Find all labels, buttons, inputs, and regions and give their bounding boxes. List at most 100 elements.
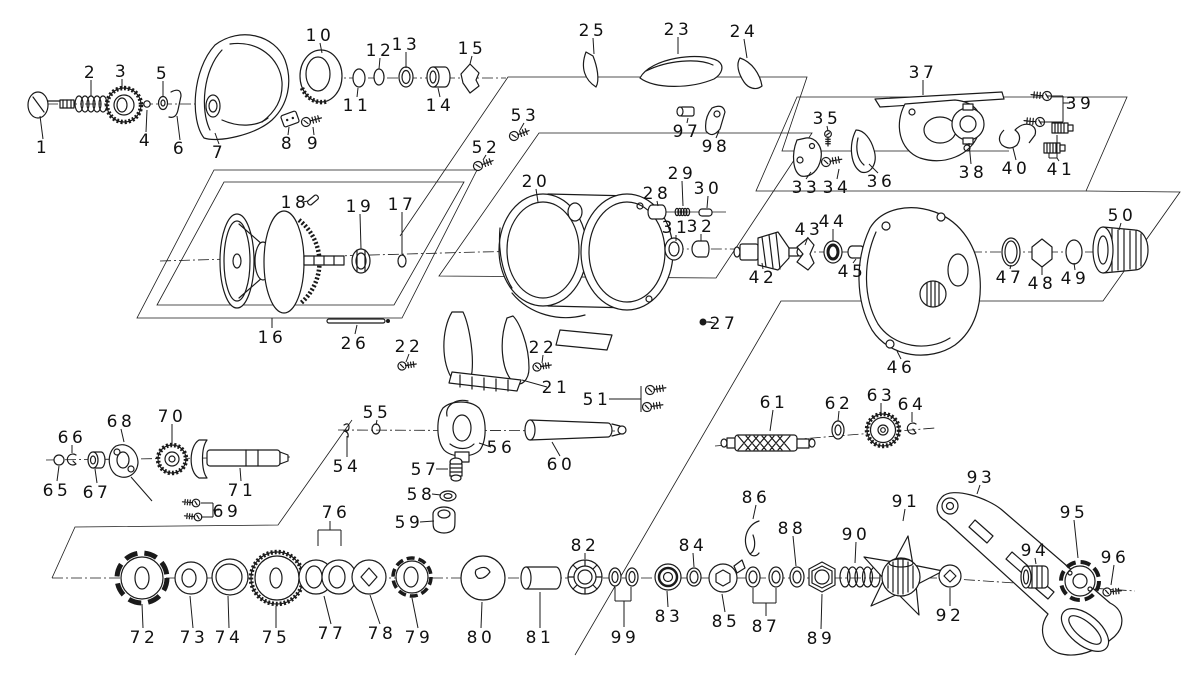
part-label-76: 76	[322, 503, 351, 523]
part-64-e-clip	[907, 423, 916, 434]
part-19-pinion	[352, 249, 370, 273]
leader-line-95	[1074, 520, 1078, 558]
part-62-washer	[832, 421, 844, 439]
part-label-92: 92	[936, 606, 965, 626]
part-72-star-washer	[117, 553, 167, 603]
leader-line-56	[479, 443, 491, 447]
part-label-58: 58	[407, 485, 436, 505]
part-30-pin	[699, 209, 712, 216]
part-6-clip	[169, 90, 181, 117]
part-label-99: 99	[611, 628, 640, 648]
leader-line-60	[552, 442, 560, 456]
part-56-clutch-cam	[438, 400, 485, 462]
part-99-washers	[609, 568, 638, 586]
leader-line-91	[903, 509, 905, 521]
leader-line-79	[412, 598, 418, 628]
part-88-washer	[790, 567, 804, 587]
part-label-68: 68	[107, 412, 136, 432]
part-label-56: 56	[487, 438, 516, 458]
leader-line-46	[897, 351, 901, 359]
part-label-79: 79	[405, 628, 434, 648]
part-label-15: 15	[458, 39, 487, 59]
part-label-39: 39	[1066, 94, 1095, 114]
leader-line-72	[142, 604, 143, 628]
part-85-cam-plate	[709, 560, 745, 592]
part-label-24: 24	[730, 22, 759, 42]
part-40-clamp	[999, 124, 1035, 148]
part-label-22: 22	[529, 338, 558, 358]
part-label-55: 55	[363, 403, 392, 423]
part-7-side-plate	[195, 35, 289, 140]
part-74-ring	[212, 559, 248, 595]
part-46-side-cover	[859, 208, 980, 355]
part-9-screw	[299, 112, 324, 129]
part-42-pinion-gear	[734, 232, 803, 270]
part-66-e-clip	[67, 454, 76, 465]
part-97-pin	[677, 107, 694, 116]
part-label-52: 52	[472, 138, 501, 158]
part-96-screw	[1102, 586, 1123, 597]
part-label-85: 85	[712, 612, 741, 632]
part-label-54: 54	[333, 457, 362, 477]
part-label-77: 77	[318, 624, 347, 644]
part-77-drag-discs	[299, 560, 356, 594]
part-label-27: 27	[710, 314, 739, 334]
leader-line-40	[1013, 148, 1016, 160]
part-68-plate	[109, 445, 138, 478]
part-label-2: 2	[84, 63, 98, 83]
part-89-drag-nut	[809, 562, 835, 592]
part-label-63: 63	[867, 386, 896, 406]
part-41-set-screw-a	[1051, 122, 1074, 134]
part-63-worm-wheel	[867, 414, 899, 446]
leader-line-34	[837, 169, 839, 179]
part-35-screw	[824, 130, 832, 147]
leader-line-30	[707, 196, 708, 208]
part-75-main-gear	[251, 552, 303, 604]
leader-line-96	[1111, 565, 1114, 585]
part-label-16: 16	[258, 328, 287, 348]
part-23-thumb-bar	[640, 56, 722, 86]
part-24-guard	[738, 58, 762, 89]
leader-line-6	[177, 116, 180, 140]
part-20-frame	[499, 194, 673, 350]
part-14-bearing	[427, 67, 450, 87]
part-4-ball	[144, 101, 150, 107]
part-label-81: 81	[526, 628, 555, 648]
part-81-sleeve	[521, 567, 561, 589]
leader-line-38	[969, 143, 971, 164]
part-53-screw	[507, 125, 532, 143]
part-31-ring	[665, 238, 683, 260]
part-label-90: 90	[842, 525, 871, 545]
part-label-38: 38	[959, 163, 988, 183]
part-60-worm-shield-pipe	[525, 420, 626, 440]
part-label-67: 67	[83, 483, 112, 503]
leader-line-78	[370, 595, 380, 624]
leader-line-35	[827, 126, 828, 131]
part-90-spring	[839, 566, 881, 588]
part-51-screw-a	[644, 382, 668, 396]
leader-line-28	[657, 201, 658, 206]
part-label-36: 36	[867, 172, 896, 192]
part-label-20: 20	[522, 172, 551, 192]
part-13-seal-ring	[399, 67, 413, 87]
part-39-screw-a	[1030, 89, 1053, 102]
part-label-33: 33	[792, 178, 821, 198]
leader-line-1	[40, 116, 43, 139]
part-59-cup-bearing	[433, 507, 455, 533]
part-54-clip	[344, 424, 349, 437]
part-91-star-drag	[864, 536, 943, 615]
part-37-clutch-plate	[875, 92, 1004, 161]
part-label-42: 42	[749, 268, 778, 288]
part-label-70: 70	[158, 407, 187, 427]
part-label-4: 4	[139, 131, 153, 151]
part-label-78: 78	[368, 624, 397, 644]
leader-line-53	[520, 123, 524, 130]
leader-line-98	[716, 131, 719, 138]
part-92-washer	[939, 565, 961, 587]
part-25-guard	[583, 52, 597, 87]
part-3-drag-knob	[107, 88, 141, 122]
part-label-84: 84	[679, 536, 708, 556]
